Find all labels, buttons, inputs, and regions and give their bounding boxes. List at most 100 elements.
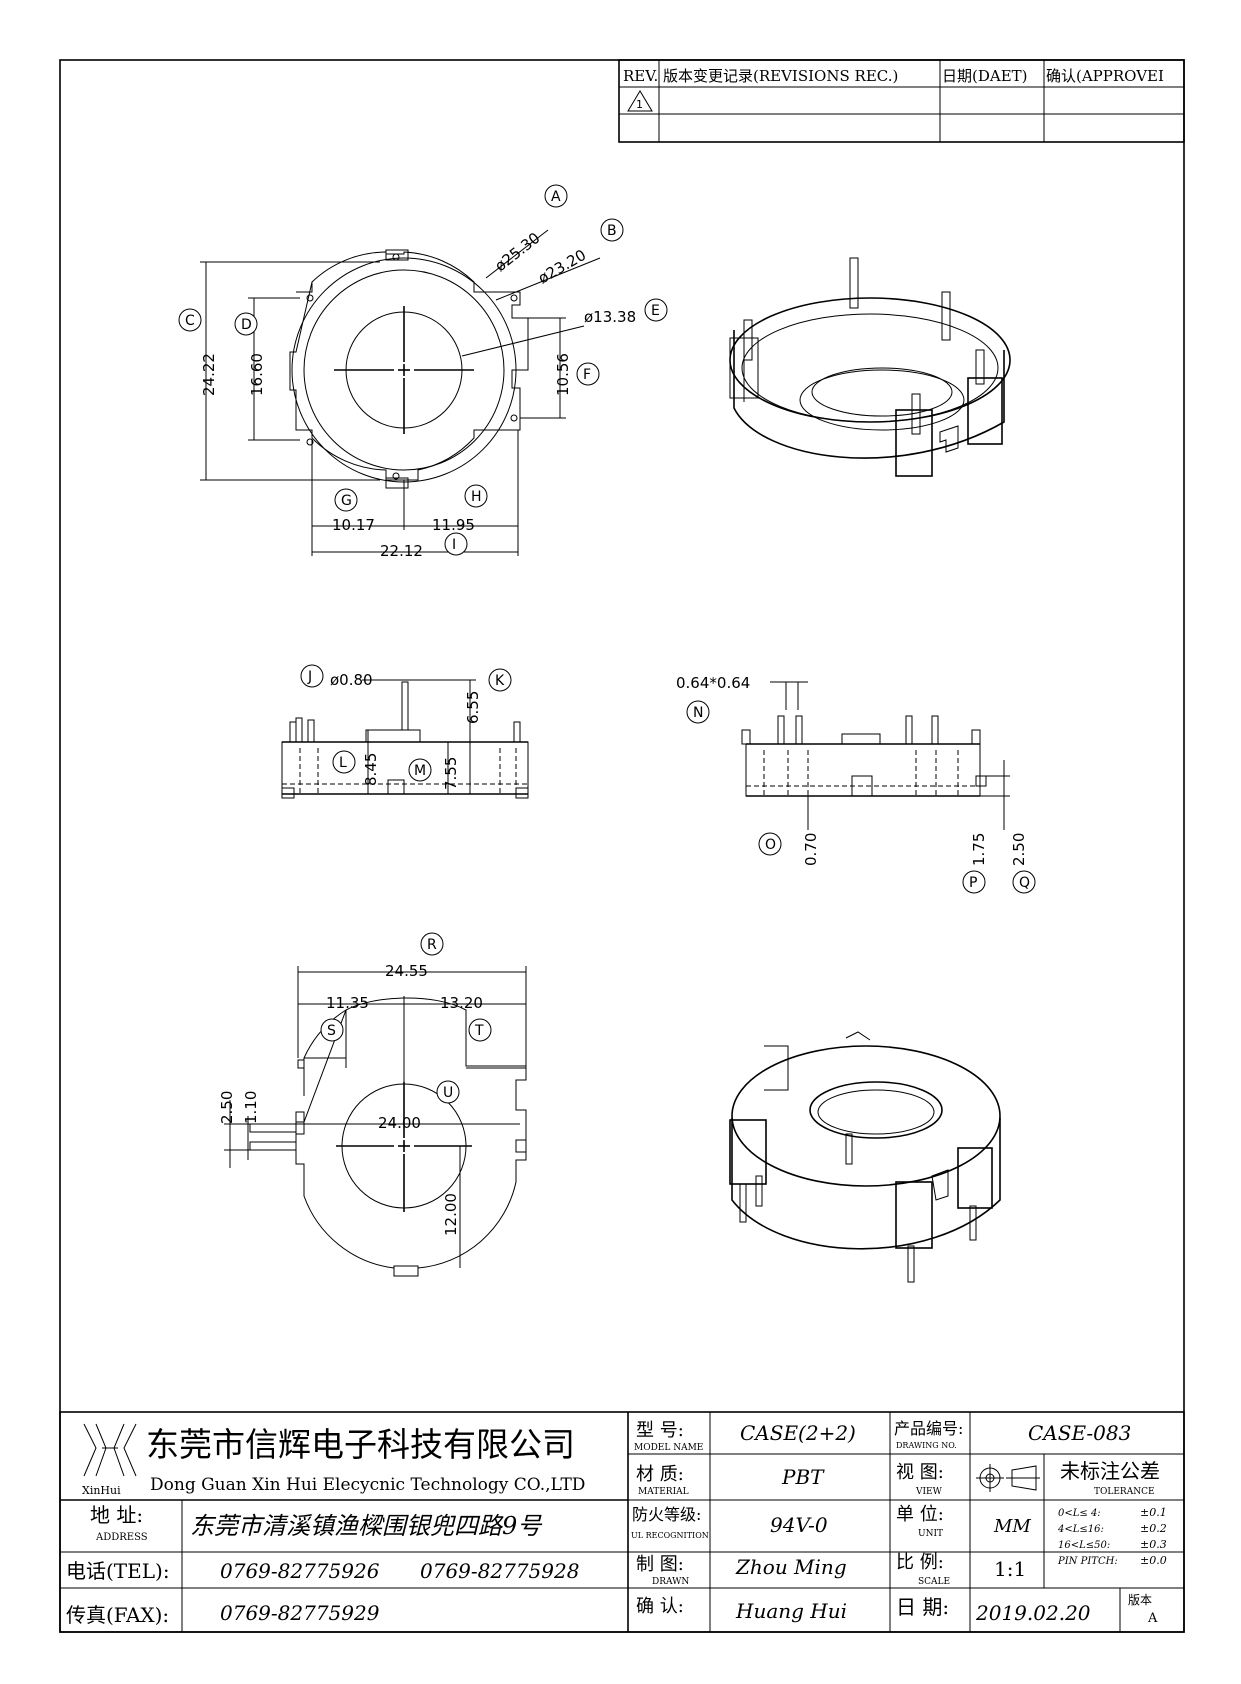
dim-pin-w1: 2.50 [218,1091,236,1124]
drawing-no-label: 产品编号: [894,1419,963,1438]
svg-text:U: U [443,1085,453,1101]
dim-pin-w2: 1.10 [242,1091,260,1124]
company-name-cn: 东莞市信辉电子科技有限公司 [146,1425,575,1464]
scale-label-en: SCALE [918,1577,950,1587]
svg-text:16<L≤50:: 16<L≤50: [1058,1540,1110,1551]
dim-G: 10.17 [332,516,375,534]
drawing-no-value: CASE-083 [1028,1421,1131,1445]
dim-A: ø25.30 [491,229,543,275]
confirm-label: 确 认: [636,1596,684,1617]
svg-text:±0.0: ±0.0 [1140,1554,1167,1567]
callout-T: T [468,1018,492,1042]
callout-F: F [576,362,600,386]
tel-1: 0769-82775926 [220,1559,380,1583]
svg-text:0<L≤ 4:: 0<L≤ 4: [1058,1508,1101,1519]
view-label: 视 图: [896,1462,944,1483]
isometric-view-bottom [729,1031,1001,1283]
svg-text:±0.2: ±0.2 [1140,1522,1167,1535]
svg-text:G: G [341,493,352,509]
svg-text:Q: Q [1019,875,1030,891]
revision-triangle-icon: 1 [627,90,653,112]
callout-R: R [420,932,444,956]
callout-S: S [320,1018,344,1042]
date-value: 2019.02.20 [975,1601,1091,1625]
fax-value: 0769-82775929 [220,1601,380,1625]
revisions-header: 版本变更记录(REVISIONS REC.) [663,67,898,85]
callout-E: E [644,298,668,322]
callout-B: B [600,218,624,242]
rev-header: REV. [623,67,658,85]
callout-J: J [300,664,324,688]
drawn-label: 制 图: [636,1554,684,1575]
dim-M: 7.55 [442,757,460,790]
scale-value: 1:1 [994,1557,1026,1581]
ul-label: 防火等级: [632,1505,701,1524]
dim-B: ø23.20 [535,246,589,288]
callout-H: H [464,484,488,508]
view-label-en: VIEW [915,1487,943,1497]
callout-M: M [408,758,432,782]
callout-C: C [178,308,202,332]
callout-I: I [444,532,468,556]
unit-label-en: UNIT [918,1529,943,1539]
model-label: 型 号: [636,1420,684,1441]
company-name-en: Dong Guan Xin Hui Elecycnic Technology C… [150,1475,585,1495]
callout-P: P [962,870,986,894]
dim-L: 8.45 [362,753,380,786]
tel-label: 电话(TEL): [66,1559,170,1583]
material-label-en: MATERIAL [638,1487,689,1497]
dim-P: 1.75 [970,833,988,866]
svg-text:±0.3: ±0.3 [1140,1538,1167,1551]
drawing-no-label-en: DRAWING NO. [896,1441,957,1450]
dim-D: 16.60 [248,353,266,396]
dim-pin-h: 12.00 [442,1193,460,1236]
callout-Q: Q [1012,870,1036,894]
svg-text:O: O [765,837,776,853]
svg-text:J: J [307,669,312,685]
dim-I: 22.12 [380,542,423,560]
revision-table: REV. 版本变更记录(REVISIONS REC.) 日期(DAET) 确认(… [618,59,1185,143]
svg-text:F: F [583,367,591,383]
callout-O: O [758,832,782,856]
first-angle-projection-icon [976,1464,1040,1492]
title-block: XinHui 东莞市信辉电子科技有限公司 Dong Guan Xin Hui E… [59,1411,1185,1633]
dim-T: 13.20 [440,994,483,1012]
unit-label: 单 位: [896,1504,944,1525]
svg-text:E: E [651,303,660,319]
dim-Q: 2.50 [1010,833,1028,866]
side-view-2: 0.64*0.64 0.70 1.75 2.50 N O P Q [676,674,1036,894]
svg-text:H: H [471,489,482,505]
svg-text:±0.1: ±0.1 [1140,1506,1167,1519]
material-label: 材 质: [636,1464,684,1485]
model-label-en: MODEL NAME [634,1443,703,1453]
isometric-view-top [729,257,1011,477]
dim-U: 24.00 [378,1114,421,1132]
address-label-en: ADDRESS [95,1532,148,1543]
dim-H: 11.95 [432,516,475,534]
svg-text:C: C [185,313,195,329]
drawn-value: Zhou Ming [735,1555,847,1579]
fax-label: 传真(FAX): [66,1603,169,1627]
dim-K: 6.55 [464,691,482,724]
svg-text:PIN PITCH:: PIN PITCH: [1057,1556,1118,1567]
callout-K: K [488,668,512,692]
model-value: CASE(2+2) [740,1421,856,1445]
svg-text:S: S [327,1023,336,1039]
bottom-view: 24.55 11.35 13.20 24.00 12.00 2.50 1.10 … [218,932,527,1277]
svg-text:D: D [241,317,252,333]
callout-L: L [332,750,356,774]
svg-text:M: M [414,763,426,779]
svg-text:A: A [551,189,561,205]
dim-E: ø13.38 [584,308,636,326]
svg-text:N: N [693,705,703,721]
svg-text:T: T [474,1023,484,1039]
dim-O: 0.70 [802,833,820,866]
date-label: 日 期: [896,1595,949,1619]
scale-label: 比 例: [896,1552,944,1573]
tel-2: 0769-82775928 [420,1559,579,1583]
svg-text:K: K [495,673,505,689]
callout-A: A [544,184,568,208]
callout-U: U [436,1080,460,1104]
dim-N: 0.64*0.64 [676,674,750,692]
